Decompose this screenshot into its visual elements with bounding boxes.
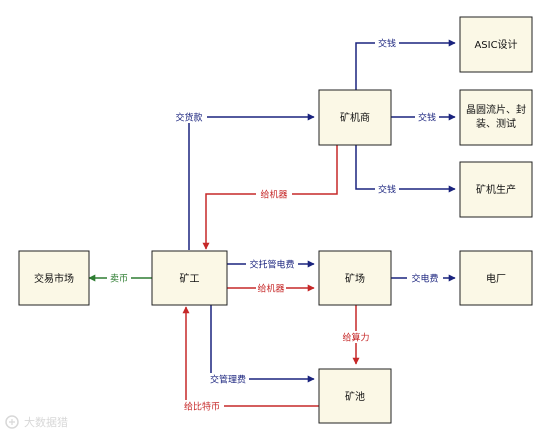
node-farm: 矿场 — [318, 250, 392, 306]
label-pay-wafer: 交钱 — [418, 112, 436, 124]
node-manufacturer: 矿机商 — [318, 89, 392, 146]
edge-label-backgrounds — [107, 37, 443, 412]
svg-text:矿池: 矿池 — [345, 390, 365, 403]
edge-pay-production — [355, 145, 456, 193]
node-wafer: 晶圆流片、封 装、测试 — [459, 89, 533, 146]
edge-payment — [188, 113, 315, 250]
label-power-fee: 交电费 — [411, 273, 438, 285]
watermark: 大数据猎 — [5, 415, 68, 429]
svg-text:矿场: 矿场 — [345, 272, 365, 285]
edge-pay-asic — [355, 39, 456, 90]
label-hash-power: 给算力 — [342, 332, 369, 344]
svg-text:矿机商: 矿机商 — [340, 111, 370, 124]
svg-text:交易市场: 交易市场 — [34, 272, 74, 285]
svg-text:晶圆流片、封: 晶圆流片、封 — [466, 103, 526, 116]
label-give-bitcoin: 给比特币 — [184, 401, 220, 413]
label-give-machine-farm: 给机器 — [257, 283, 284, 295]
edge-management-fee — [210, 305, 315, 383]
node-miner: 矿工 — [151, 250, 228, 306]
node-market: 交易市场 — [18, 250, 90, 306]
svg-text:ASIC设计: ASIC设计 — [474, 38, 517, 51]
label-sell-coin: 卖币 — [110, 274, 128, 285]
node-pool: 矿池 — [318, 368, 392, 424]
label-hosting-fee: 交托管电费 — [249, 259, 294, 271]
svg-text:矿工: 矿工 — [180, 272, 200, 285]
svg-text:装、测试: 装、测试 — [476, 117, 516, 130]
svg-text:电厂: 电厂 — [486, 272, 506, 285]
edge-give-bitcoin — [182, 306, 319, 407]
watermark-logo-icon — [5, 415, 19, 429]
label-give-machine: 给机器 — [260, 189, 287, 201]
label-payment: 交货款 — [175, 112, 202, 124]
label-pay-asic: 交钱 — [378, 38, 396, 50]
watermark-text: 大数据猎 — [24, 415, 68, 429]
svg-text:矿机生产: 矿机生产 — [476, 183, 516, 196]
node-asic: ASIC设计 — [459, 16, 533, 73]
label-management-fee: 交管理费 — [210, 374, 246, 386]
label-pay-production: 交钱 — [378, 184, 396, 196]
node-power: 电厂 — [459, 250, 533, 306]
node-production: 矿机生产 — [459, 161, 533, 218]
